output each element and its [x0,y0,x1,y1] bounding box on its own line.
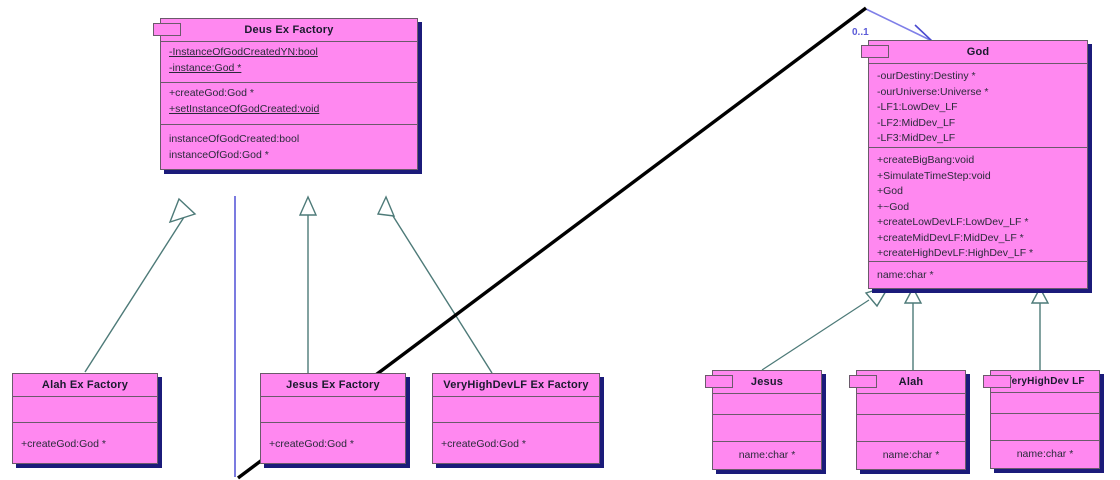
class-member: -LF3:MidDev_LF [877,132,956,144]
generalization-veryhighdev-lf [1030,286,1050,370]
class-member: +createLowDevLF:LowDev_LF * [877,216,1029,228]
generalization-alah-ex-factory [84,197,197,373]
class-extra-jesus: name:char * [713,442,821,469]
class-extra-god: name:char * [869,262,1087,288]
class-box-alah-ex-factory[interactable]: Alah Ex Factory +createGod:God * [12,373,158,464]
class-tab-marker-icon [861,45,889,58]
class-title-jesus-ex-factory: Jesus Ex Factory [261,374,405,397]
class-member: -LF1:LowDev_LF [877,101,958,113]
class-operations-jesus-ex-factory: +createGod:God * [261,423,405,463]
class-attributes-deus-ex-factory: -InstanceOfGodCreatedYN:bool -instance:G… [161,42,417,83]
class-member: instanceOfGodCreated:bool [169,133,300,145]
class-tab-marker-icon [849,375,877,388]
class-member: -ourUniverse:Universe * [877,85,989,98]
class-tab-marker-icon [983,375,1011,388]
class-box-veryhighdev-lf[interactable]: VeryHighDev LF name:char * [983,370,1100,469]
class-member: +God [877,185,903,197]
class-member: +~God [877,200,910,213]
class-member: +createHighDevLF:HighDev_LF * [877,247,1034,259]
class-extra-veryhighdev-lf: name:char * [991,441,1099,468]
class-attributes-jesus [713,394,821,415]
class-member: -ourDestiny:Destiny * [877,70,976,82]
class-attributes-veryhighdevlf-ex-factory [433,397,599,423]
class-member: +createGod:God * [21,438,106,450]
class-attributes-veryhighdev-lf [991,393,1099,414]
class-member: +createGod:God * [169,87,254,99]
class-member: +createGod:God * [441,438,526,450]
class-member: +createBigBang:void [877,154,975,166]
class-member: +createGod:God * [269,438,354,450]
class-title-god: God [869,41,1087,64]
class-attributes-alah-ex-factory [13,397,157,423]
class-extra-deus-ex-factory: instanceOfGodCreated:bool instanceOfGod:… [161,125,417,169]
class-member: instanceOfGod:God * [169,148,269,161]
generalization-jesus-ex-factory [298,195,318,373]
class-attributes-alah [857,394,965,415]
class-tab-marker-icon [705,375,733,388]
class-operations-veryhighdev-lf [991,414,1099,441]
class-operations-god: +createBigBang:void +SimulateTimeStep:vo… [869,148,1087,262]
class-tab-marker-icon [153,23,181,36]
class-operations-deus-ex-factory: +createGod:God * +setInstanceOfGodCreate… [161,83,417,125]
class-member: name:char * [882,449,940,461]
class-title-deus-ex-factory: Deus Ex Factory [161,19,417,42]
class-title-alah-ex-factory: Alah Ex Factory [13,374,157,397]
class-member: -instance:God * [169,61,242,74]
class-box-jesus[interactable]: Jesus name:char * [705,370,822,470]
class-box-deus-ex-factory[interactable]: Deus Ex Factory -InstanceOfGodCreatedYN:… [153,18,418,170]
class-extra-alah: name:char * [857,442,965,469]
class-box-veryhighdevlf-ex-factory[interactable]: VeryHighDevLF Ex Factory +createGod:God … [432,373,600,464]
generalization-alah [903,286,923,370]
generalization-jesus [761,284,891,371]
class-attributes-jesus-ex-factory [261,397,405,423]
generalization-veryhighdevlf-ex-factory [376,195,493,374]
class-title-alah: Alah [857,371,965,394]
class-operations-alah-ex-factory: +createGod:God * [13,423,157,463]
class-member: +SimulateTimeStep:void [877,169,991,182]
class-box-god[interactable]: God -ourDestiny:Destiny * -ourUniverse:U… [861,40,1088,289]
class-box-alah[interactable]: Alah name:char * [849,370,966,470]
class-member: +createMidDevLF:MidDev_LF * [877,231,1024,244]
class-operations-jesus [713,415,821,442]
class-member: -InstanceOfGodCreatedYN:bool [169,46,318,58]
class-operations-veryhighdevlf-ex-factory: +createGod:God * [433,423,599,463]
class-member: +setInstanceOfGodCreated:void [169,102,320,115]
class-member: name:char * [877,269,934,281]
class-title-veryhighdevlf-ex-factory: VeryHighDevLF Ex Factory [433,374,599,397]
class-member: name:char * [738,449,796,461]
class-member: -LF2:MidDev_LF [877,116,956,129]
class-title-veryhighdev-lf: VeryHighDev LF [991,371,1099,393]
class-box-jesus-ex-factory[interactable]: Jesus Ex Factory +createGod:God * [260,373,406,464]
class-attributes-god: -ourDestiny:Destiny * -ourUniverse:Unive… [869,64,1087,148]
multiplicity-label-god: 0..1 [852,27,869,38]
class-operations-alah [857,415,965,442]
class-member: name:char * [1016,448,1074,460]
